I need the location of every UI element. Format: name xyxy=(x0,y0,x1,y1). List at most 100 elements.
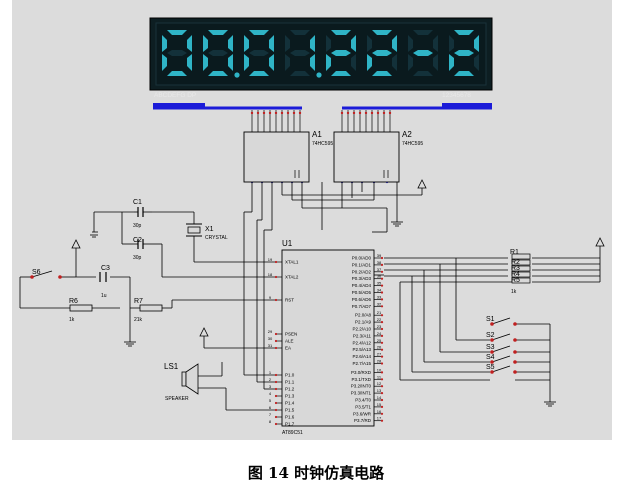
switch-s5[interactable]: S5 xyxy=(486,364,517,374)
switch-contact xyxy=(513,322,517,326)
display-digit-6 xyxy=(367,30,397,76)
u1-pin-number: 18 xyxy=(268,272,273,277)
pin-marker xyxy=(274,298,278,302)
segment-b xyxy=(351,35,356,52)
pin-marker xyxy=(380,412,384,415)
segment-f xyxy=(285,35,290,52)
u1-pin-number: 24 xyxy=(377,331,382,336)
resistor-r7: R7 21k xyxy=(134,298,163,323)
segment-a xyxy=(249,30,269,35)
segment-d xyxy=(208,71,228,76)
u1-pin-name: P0.4/AD4 xyxy=(352,283,372,288)
a1-ref: A1 xyxy=(312,130,322,139)
pack-resistor xyxy=(511,259,531,266)
c2-ref: C2 xyxy=(133,237,142,244)
pin-marker xyxy=(274,111,278,115)
pin-marker xyxy=(380,321,384,324)
u1-pin-name: P1.0 xyxy=(285,373,295,378)
a2-part: 74HC595 xyxy=(402,141,423,147)
u1-pin-name: P2.7/A15 xyxy=(352,361,371,366)
segment-c xyxy=(392,54,397,71)
u1-pin-name: P2.2/A10 xyxy=(352,327,371,332)
segment-a xyxy=(167,30,187,35)
segment-a xyxy=(372,30,392,35)
pin-marker xyxy=(380,270,384,273)
segment-b xyxy=(474,35,479,52)
switch-contact xyxy=(513,370,517,374)
u1-pin-name: P2.1/A9 xyxy=(355,320,372,325)
x1-value: CRYSTAL xyxy=(205,235,228,241)
segment-b xyxy=(392,35,397,52)
u1-pin-number: 22 xyxy=(377,317,382,322)
capacitor-c2: C2 30p xyxy=(133,237,152,261)
switch-ref: S1 xyxy=(486,316,495,323)
segment-g xyxy=(249,50,269,56)
switch-contact xyxy=(490,370,494,374)
ls1-ref: LS1 xyxy=(164,362,179,371)
pin-marker xyxy=(250,111,254,115)
u1-pin-number: 9 xyxy=(269,295,272,300)
switch-s3[interactable]: S3 xyxy=(486,344,517,354)
segment-d xyxy=(454,71,474,76)
pin-marker xyxy=(380,327,384,331)
u1-pin-name: P3.0/RXD xyxy=(351,370,372,375)
u1-pin-number: 28 xyxy=(377,359,382,364)
pin-marker xyxy=(358,111,362,115)
pin-marker xyxy=(380,398,384,402)
switch-s6[interactable]: S6 xyxy=(30,269,62,279)
pin-marker xyxy=(382,111,386,115)
u1-pin-name: P1.6 xyxy=(285,415,295,420)
ls1-value: SPEAKER xyxy=(165,396,189,402)
u1-pin-name: P3.3/INT1 xyxy=(351,391,372,396)
u1-pin-name: P2.3/A11 xyxy=(353,333,372,338)
pin-marker xyxy=(380,334,384,337)
segment-g xyxy=(454,50,474,56)
u1-pin-number: 37 xyxy=(377,267,382,272)
segment-f xyxy=(244,35,249,52)
switch-contact xyxy=(490,338,494,342)
c3-value: 1u xyxy=(101,293,107,299)
switch-lever xyxy=(491,365,511,373)
segment-c xyxy=(310,54,315,71)
pin-marker xyxy=(380,256,384,260)
pack-resistor xyxy=(511,271,531,278)
capacitor-c1: C1 30p xyxy=(133,199,152,229)
u1-pin-number: 25 xyxy=(377,338,382,343)
pin-marker xyxy=(274,422,278,426)
display-digit-7 xyxy=(408,30,438,76)
segment-g xyxy=(290,50,310,56)
u1-pin-number: 19 xyxy=(268,257,273,262)
pin-marker xyxy=(346,111,350,115)
capacitor-c3: C3 1u xyxy=(99,265,110,299)
switch-lever xyxy=(491,317,511,325)
segment-b xyxy=(310,35,315,52)
pin-marker xyxy=(380,284,384,287)
u1-pin-name: P1.2 xyxy=(285,387,295,392)
u1-pin-name: P2.0/A8 xyxy=(355,313,372,318)
display-digit-8 xyxy=(449,30,479,76)
u1-pin-number: 38 xyxy=(377,260,382,265)
port-bus-wiring xyxy=(374,246,601,402)
segment-a xyxy=(331,30,351,35)
display-digit-4 xyxy=(285,30,322,78)
segment-f xyxy=(162,35,167,52)
u1-pin-number: 11 xyxy=(377,374,382,379)
switch-contact xyxy=(490,350,494,354)
pin-marker xyxy=(380,291,384,294)
switch-s1[interactable]: S1 xyxy=(486,316,517,326)
u1-part: AT89C51 xyxy=(282,430,303,436)
u1-pin-number: 4 xyxy=(269,391,272,396)
pin-marker xyxy=(380,392,384,395)
segment-c xyxy=(433,54,438,71)
pin-marker xyxy=(274,408,278,412)
pin-marker xyxy=(380,355,384,358)
r1-ref: R1 xyxy=(510,249,519,256)
switch-ref: S2 xyxy=(486,332,495,339)
switch-s2[interactable]: S2 xyxy=(486,332,517,342)
shift-register-a1: A1 74HC595 xyxy=(243,130,333,183)
u1-pin-number: 35 xyxy=(377,281,382,286)
crystal-x1: X1 CRYSTAL xyxy=(186,223,228,241)
segment-g xyxy=(208,50,228,56)
pack-resistor-ref: R3 xyxy=(511,265,520,272)
switch-s4[interactable]: S4 xyxy=(486,354,517,364)
